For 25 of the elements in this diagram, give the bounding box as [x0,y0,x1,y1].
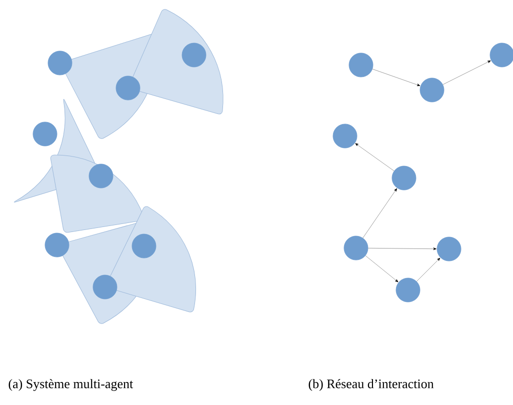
arrow [362,188,397,238]
caption: (a) Système multi-agent [8,379,134,391]
agent-circle [32,122,58,146]
network-node [420,78,444,102]
agent-circle [48,50,72,76]
network-node [436,236,462,262]
agent-circle [92,274,118,300]
agent-circle [88,164,114,188]
arrow [442,60,491,85]
network-node [348,52,374,78]
agent-circle [182,42,206,68]
arrow [416,258,440,282]
caption: (b) Réseau d’interaction [308,379,434,391]
network-node [332,124,358,148]
network-node [490,42,513,68]
arrow [355,143,394,172]
arrow [368,248,436,250]
arrow [365,255,398,282]
network-node [392,166,416,190]
agent-circle [132,234,156,258]
agent-circle [44,232,70,258]
arrow [372,68,420,86]
network-node [396,278,420,302]
agent-circle [116,76,140,100]
network-node [344,236,368,260]
